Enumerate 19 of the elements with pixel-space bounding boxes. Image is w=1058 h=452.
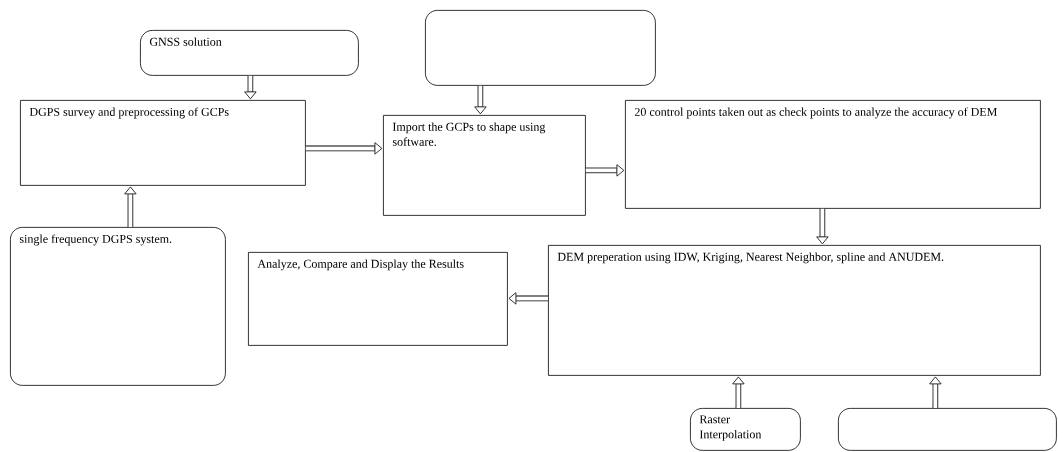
block-arrow [124,186,137,227]
rounded-box [838,408,1057,451]
process-box: Analyze, Compare and Display the Results [248,252,508,346]
process-box: DGPS survey and preprocessing of GCPs [20,100,306,186]
rounded-box: GNSS solution [140,30,359,76]
process-box: 20 control points taken out as check points to analyze the accuracy of DEM [625,100,1041,209]
block-arrow [816,208,829,245]
block-arrow [508,292,548,305]
process-box: DEM preperation using IDW, Kriging, Nearest Neighbor, spline and ANUDEM. [548,245,1041,376]
block-arrow [244,75,257,100]
block-arrow [732,376,745,408]
block-arrow [585,164,625,177]
rounded-box [425,10,656,86]
block-arrow [305,142,383,155]
rounded-box: Raster Interpolation [690,408,801,451]
rounded-box: single frequency DGPS system. [10,227,226,386]
block-arrow [474,85,487,115]
process-box: Import the GCPs to shape using software. [383,115,586,216]
block-arrow [929,376,942,408]
